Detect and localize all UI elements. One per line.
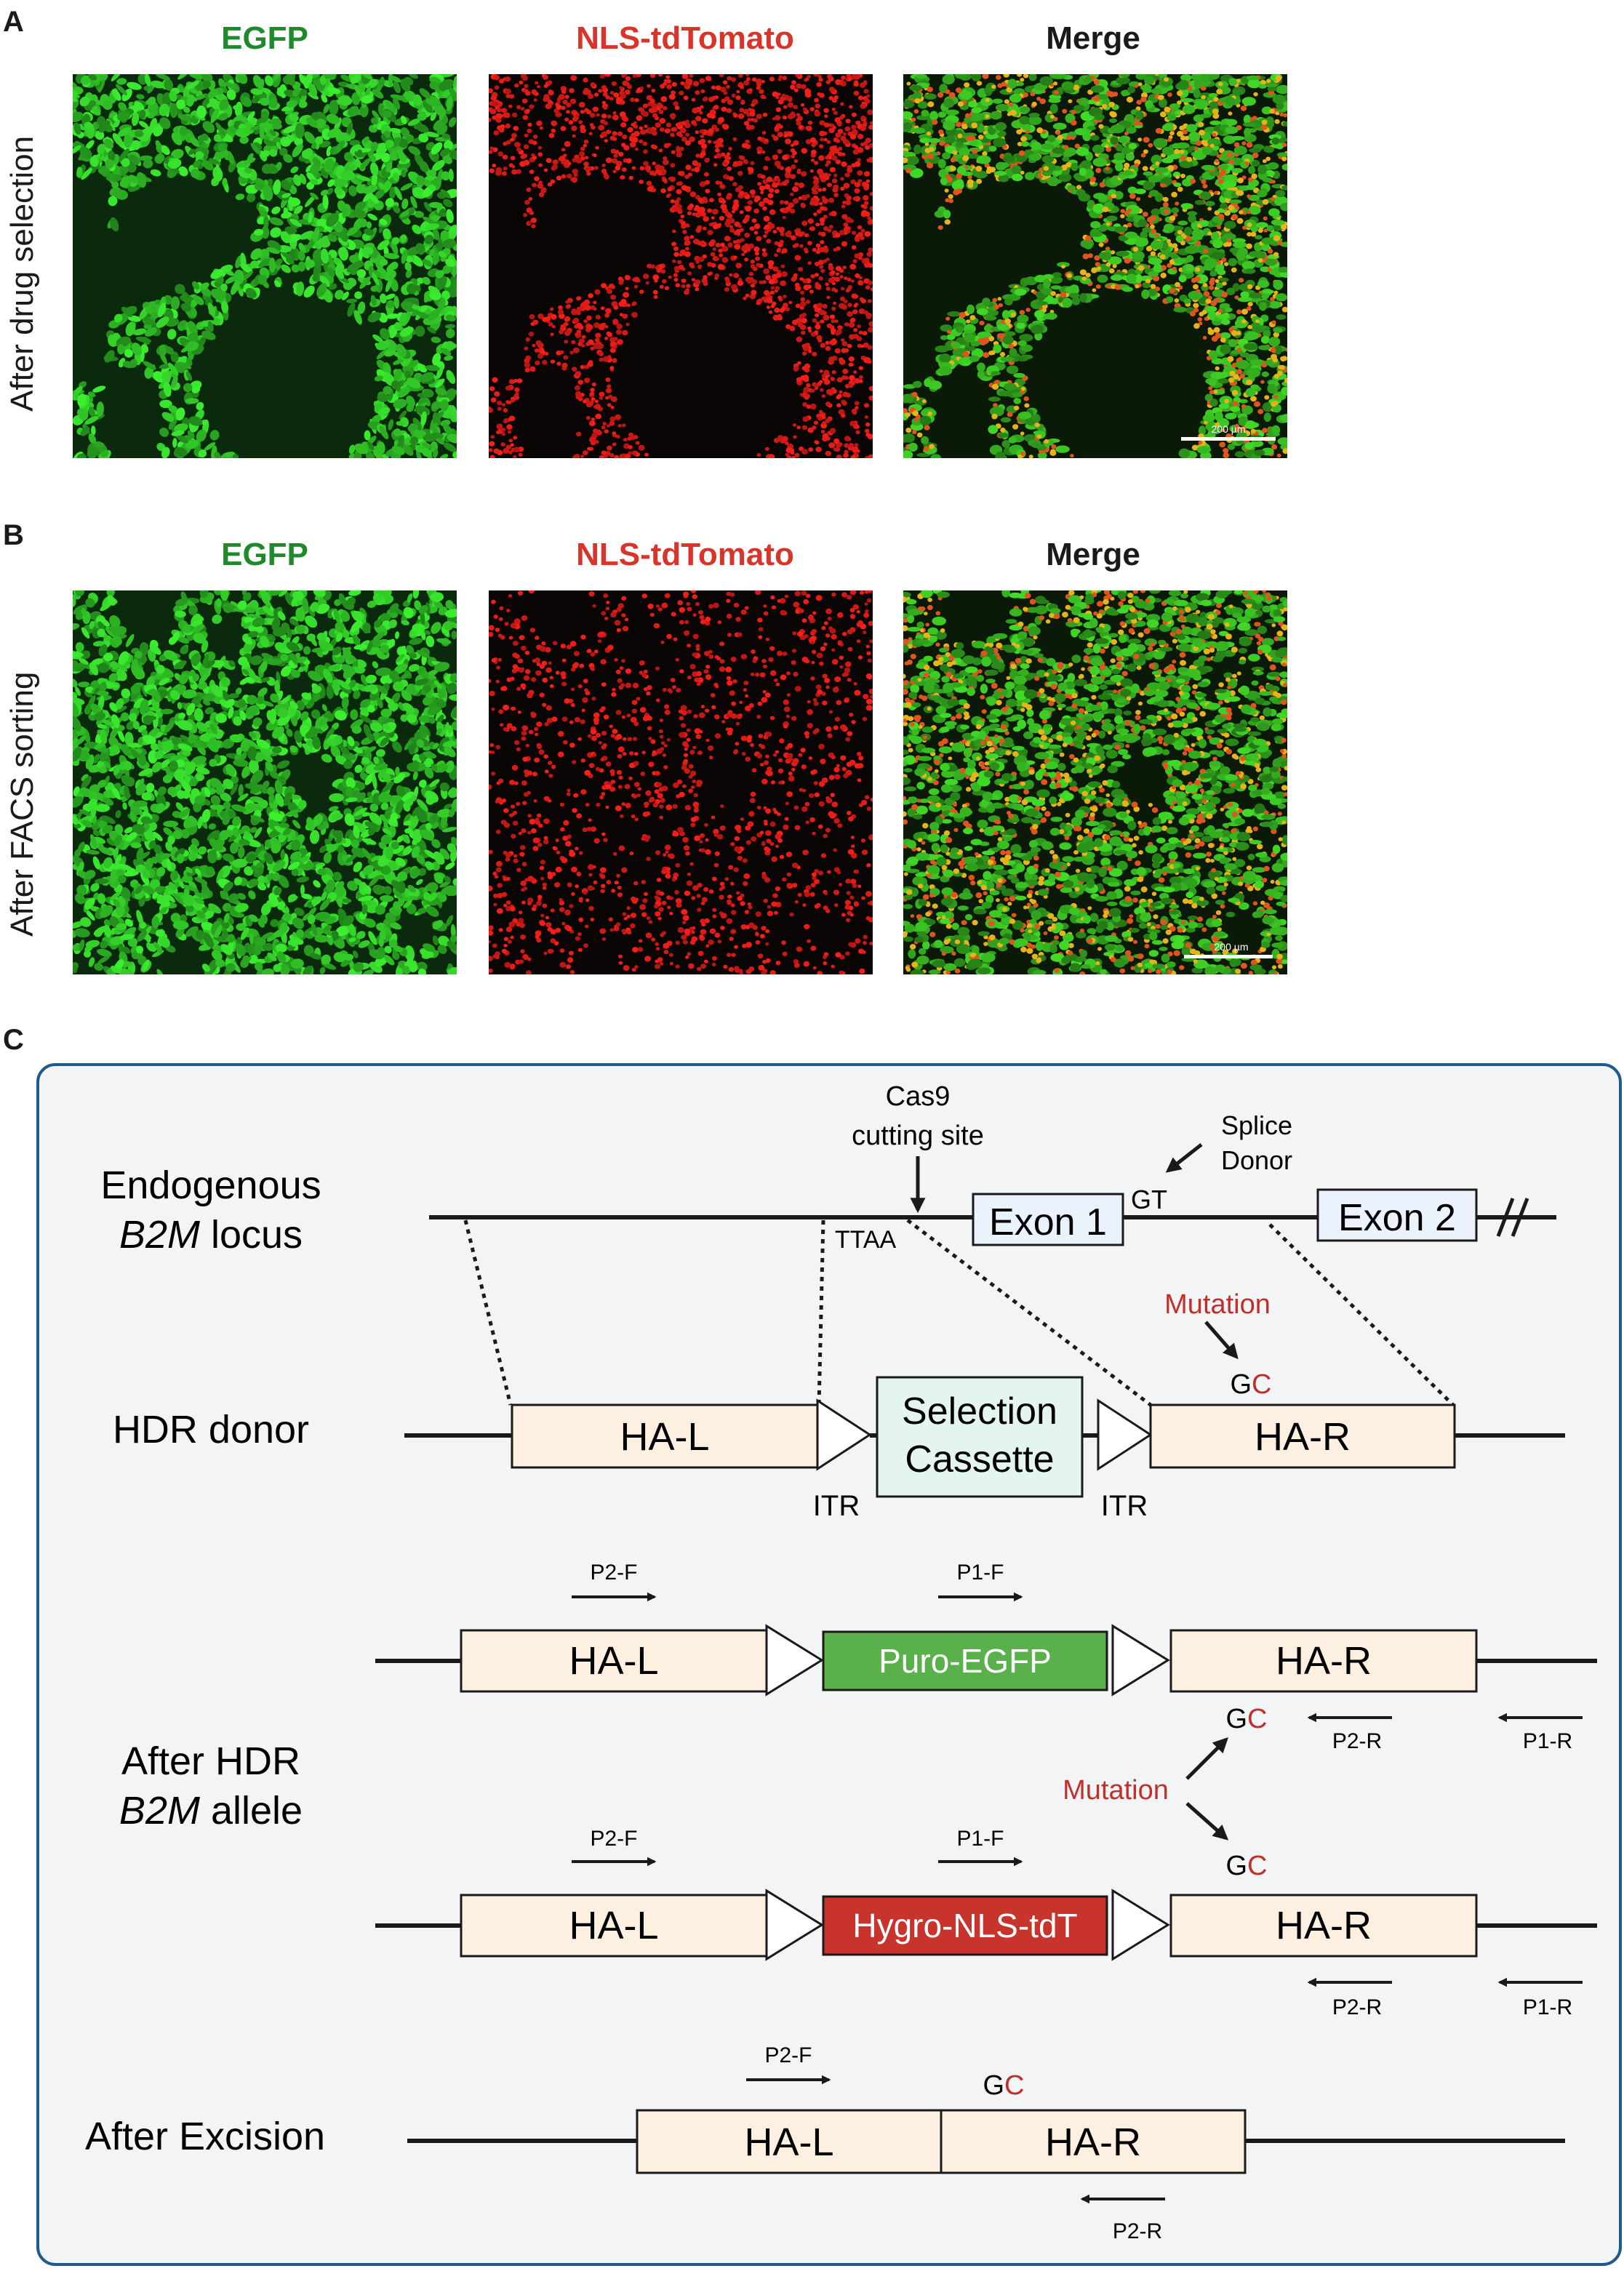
after-excision-label: After Excision	[85, 2115, 325, 2158]
allele2-ha-r-label: HA-R	[1276, 1904, 1372, 1947]
panel-c-letter: C	[3, 1024, 24, 1056]
allele1-itr-left-triangle	[765, 1624, 824, 1697]
allele1-ha-r-label: HA-R	[1276, 1639, 1372, 1683]
splice-arrow	[1165, 1143, 1203, 1173]
panel-b-tdtomato-image	[489, 590, 873, 974]
donor-gc: GC	[1230, 1369, 1271, 1400]
hygro-nls-tdt-box	[822, 1895, 1108, 1956]
projection-line-3	[906, 1219, 1152, 1406]
allele1-p2r-label: P2-R	[1332, 1729, 1382, 1753]
allele1-ha-l-label: HA-L	[569, 1639, 658, 1683]
allele1-itr-right-triangle	[1111, 1624, 1170, 1697]
splice-label-line2: Donor	[1221, 1145, 1292, 1175]
panel-b-letter: B	[3, 519, 24, 551]
allele2-p1f-label: P1-F	[956, 1827, 1004, 1851]
donor-ha-r-label: HA-R	[1255, 1415, 1351, 1459]
allele2-ha-l-box	[460, 1894, 768, 1958]
allele1-p1f-label: P1-F	[956, 1561, 1004, 1585]
after-hdr-label-line1: After HDR	[121, 1739, 300, 1783]
excision-p2f-label: P2-F	[764, 2043, 812, 2067]
break-mark-1	[1496, 1198, 1515, 1237]
panel-a-egfp-image	[73, 74, 457, 458]
mutation-arrow-down	[1185, 1802, 1229, 1841]
panel-b-scale-bar	[1184, 955, 1273, 958]
exon1-box	[972, 1193, 1124, 1246]
allele1-ha-r-box	[1169, 1629, 1478, 1693]
selection-cassette-line2: Cassette	[905, 1438, 1054, 1481]
hdr-mutation-label: Mutation	[1063, 1775, 1169, 1806]
mutation-arrow-up	[1185, 1737, 1228, 1780]
allele2-ha-l-label: HA-L	[569, 1904, 658, 1947]
endogenous-label-line1: Endogenous	[100, 1163, 321, 1207]
panel-b-egfp-image	[73, 590, 457, 974]
exon2-label: Exon 2	[1338, 1197, 1456, 1239]
after-hdr-label-line2: B2M allele	[119, 1789, 303, 1833]
panel-b-merge-heading: Merge	[1046, 537, 1140, 572]
itr-right-label: ITR	[1101, 1490, 1148, 1522]
panel-a-egfp-heading: EGFP	[221, 20, 308, 56]
allele2-p1r-label: P1-R	[1523, 1995, 1572, 2019]
panel-a-scale-bar	[1181, 437, 1276, 441]
cas9-label-line1: Cas9	[886, 1081, 951, 1112]
ttaa-label: TTAA	[835, 1226, 897, 1254]
hdr-donor-label: HDR donor	[113, 1408, 309, 1451]
panel-a-merge-image	[903, 74, 1287, 458]
excision-p2r-label: P2-R	[1113, 2219, 1162, 2243]
allele1-p2f-label: P2-F	[590, 1561, 637, 1585]
excision-ha-r-box	[940, 2109, 1247, 2174]
endogenous-label-line2: B2M locus	[119, 1213, 303, 1257]
excision-gc: GC	[983, 2070, 1024, 2101]
allele2-itr-right-triangle	[1111, 1889, 1170, 1961]
puro-egfp-label: Puro-EGFP	[879, 1642, 1052, 1680]
panel-a-merge-heading: Merge	[1046, 20, 1140, 56]
excision-ha-l-box	[636, 2109, 943, 2174]
allele2-itr-left-triangle	[765, 1889, 824, 1961]
donor-ha-l-box	[511, 1403, 819, 1469]
donor-ha-r-box	[1149, 1403, 1456, 1469]
projection-line-2	[817, 1219, 825, 1406]
donor-ha-l-label: HA-L	[620, 1415, 709, 1459]
panel-a-tdtomato-image	[489, 74, 873, 458]
panel-a-scale-label: 200 µm	[1211, 423, 1246, 435]
panel-b-scale-label: 200 µm	[1214, 941, 1249, 953]
panel-b-merge-image	[903, 590, 1287, 974]
donor-mutation-arrow	[1204, 1321, 1239, 1360]
allele2-p2r-label: P2-R	[1332, 1995, 1382, 2019]
excision-ha-r-label: HA-R	[1045, 2120, 1141, 2164]
panel-a-letter: A	[3, 6, 24, 38]
gt-label: GT	[1131, 1185, 1167, 1214]
allele1-gc: GC	[1225, 1704, 1267, 1734]
excision-ha-l-label: HA-L	[744, 2120, 833, 2164]
donor-mutation-label: Mutation	[1164, 1289, 1271, 1320]
cas9-label-line2: cutting site	[852, 1121, 984, 1151]
allele2-gc: GC	[1225, 1851, 1267, 1881]
donor-itr-left-triangle	[816, 1398, 872, 1471]
exon2-box	[1316, 1188, 1478, 1242]
allele1-ha-l-box	[460, 1629, 768, 1693]
panel-b-egfp-heading: EGFP	[221, 537, 308, 572]
exon1-label: Exon 1	[989, 1201, 1107, 1243]
itr-left-label: ITR	[813, 1490, 860, 1522]
allele2-p2f-label: P2-F	[590, 1827, 637, 1851]
hygro-nls-tdt-label: Hygro-NLS-tdT	[852, 1907, 1077, 1944]
splice-label-line1: Splice	[1221, 1110, 1292, 1140]
break-mark-2	[1511, 1198, 1529, 1237]
donor-itr-right-triangle	[1097, 1398, 1153, 1471]
puro-egfp-box	[822, 1630, 1108, 1691]
panel-a-tdtomato-heading: NLS-tdTomato	[576, 20, 794, 56]
selection-cassette-line1: Selection	[902, 1390, 1057, 1433]
allele1-p1r-label: P1-R	[1523, 1729, 1572, 1753]
projection-line-1	[463, 1219, 513, 1406]
allele2-ha-r-box	[1169, 1894, 1478, 1958]
panel-b-tdtomato-heading: NLS-tdTomato	[576, 537, 794, 572]
